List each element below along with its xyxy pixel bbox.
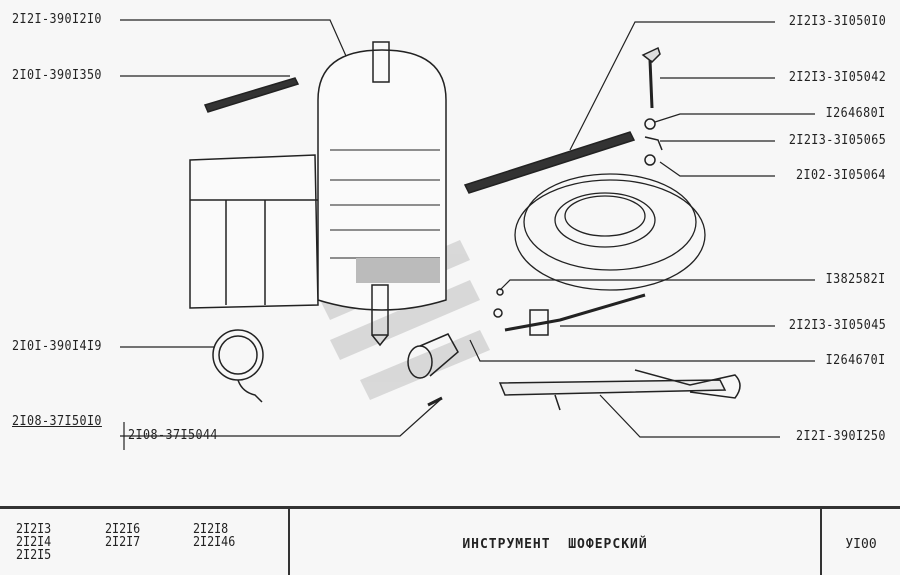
callout-tire-strap: 2I2I3-3I050I0 <box>788 14 886 29</box>
callout-screw: I382582I <box>826 272 886 287</box>
code-text: УI00 <box>845 537 877 552</box>
callout-clamp: 2I2I3-3I05065 <box>788 133 886 148</box>
tool-bag-icon <box>189 41 447 347</box>
model: 2I2I4 <box>16 535 52 550</box>
callout-washer: I264680I <box>826 106 886 121</box>
model-list: 2I2I3 2I2I4 2I2I5 2I2I6 2I2I7 2I2I8 2I2I… <box>0 509 290 575</box>
model: 2I2I46 <box>193 535 236 550</box>
model: 2I2I6 <box>105 522 141 537</box>
title-text: ИНСТРУМЕНТ ШОФЕРСКИЙ <box>462 537 648 552</box>
pump-icon <box>407 333 459 407</box>
callout-nut: I264670I <box>826 353 886 368</box>
model: 2I2I8 <box>193 522 229 537</box>
model: 2I2I5 <box>16 548 52 563</box>
model: 2I2I7 <box>105 535 141 550</box>
callout-jack: 2I2I-390I250 <box>796 429 886 444</box>
leader-lines <box>120 19 815 450</box>
callout-pump: 2I08-37I50I0 <box>12 414 102 429</box>
pressure-gauge-icon <box>212 329 264 403</box>
callout-bag: 2I2I-390I2I0 <box>12 12 102 27</box>
jack-icon <box>498 369 741 411</box>
callout-bolt: 2I2I3-3I05042 <box>788 70 886 85</box>
callout-washer-2: 2I02-3I05064 <box>796 168 886 183</box>
tire-wrench-icon <box>493 288 646 336</box>
spare-tire-icon <box>514 173 706 291</box>
strap-icon <box>203 77 636 194</box>
diagram-title: ИНСТРУМЕНТ ШОФЕРСКИЙ <box>290 509 822 575</box>
parts-diagram <box>120 19 815 450</box>
title-block: 2I2I3 2I2I4 2I2I5 2I2I6 2I2I7 2I2I8 2I2I… <box>0 506 900 575</box>
callout-bracket: 2I2I3-3I05045 <box>788 318 886 333</box>
diagram-code: УI00 <box>822 509 900 575</box>
model: 2I2I3 <box>16 522 52 537</box>
callout-strap: 2I0I-390I350 <box>12 68 102 83</box>
bolt-icon <box>641 46 663 166</box>
callout-pump-hose: 2I08-37I5044 <box>128 428 218 443</box>
callout-gauge: 2I0I-390I4I9 <box>12 339 102 354</box>
